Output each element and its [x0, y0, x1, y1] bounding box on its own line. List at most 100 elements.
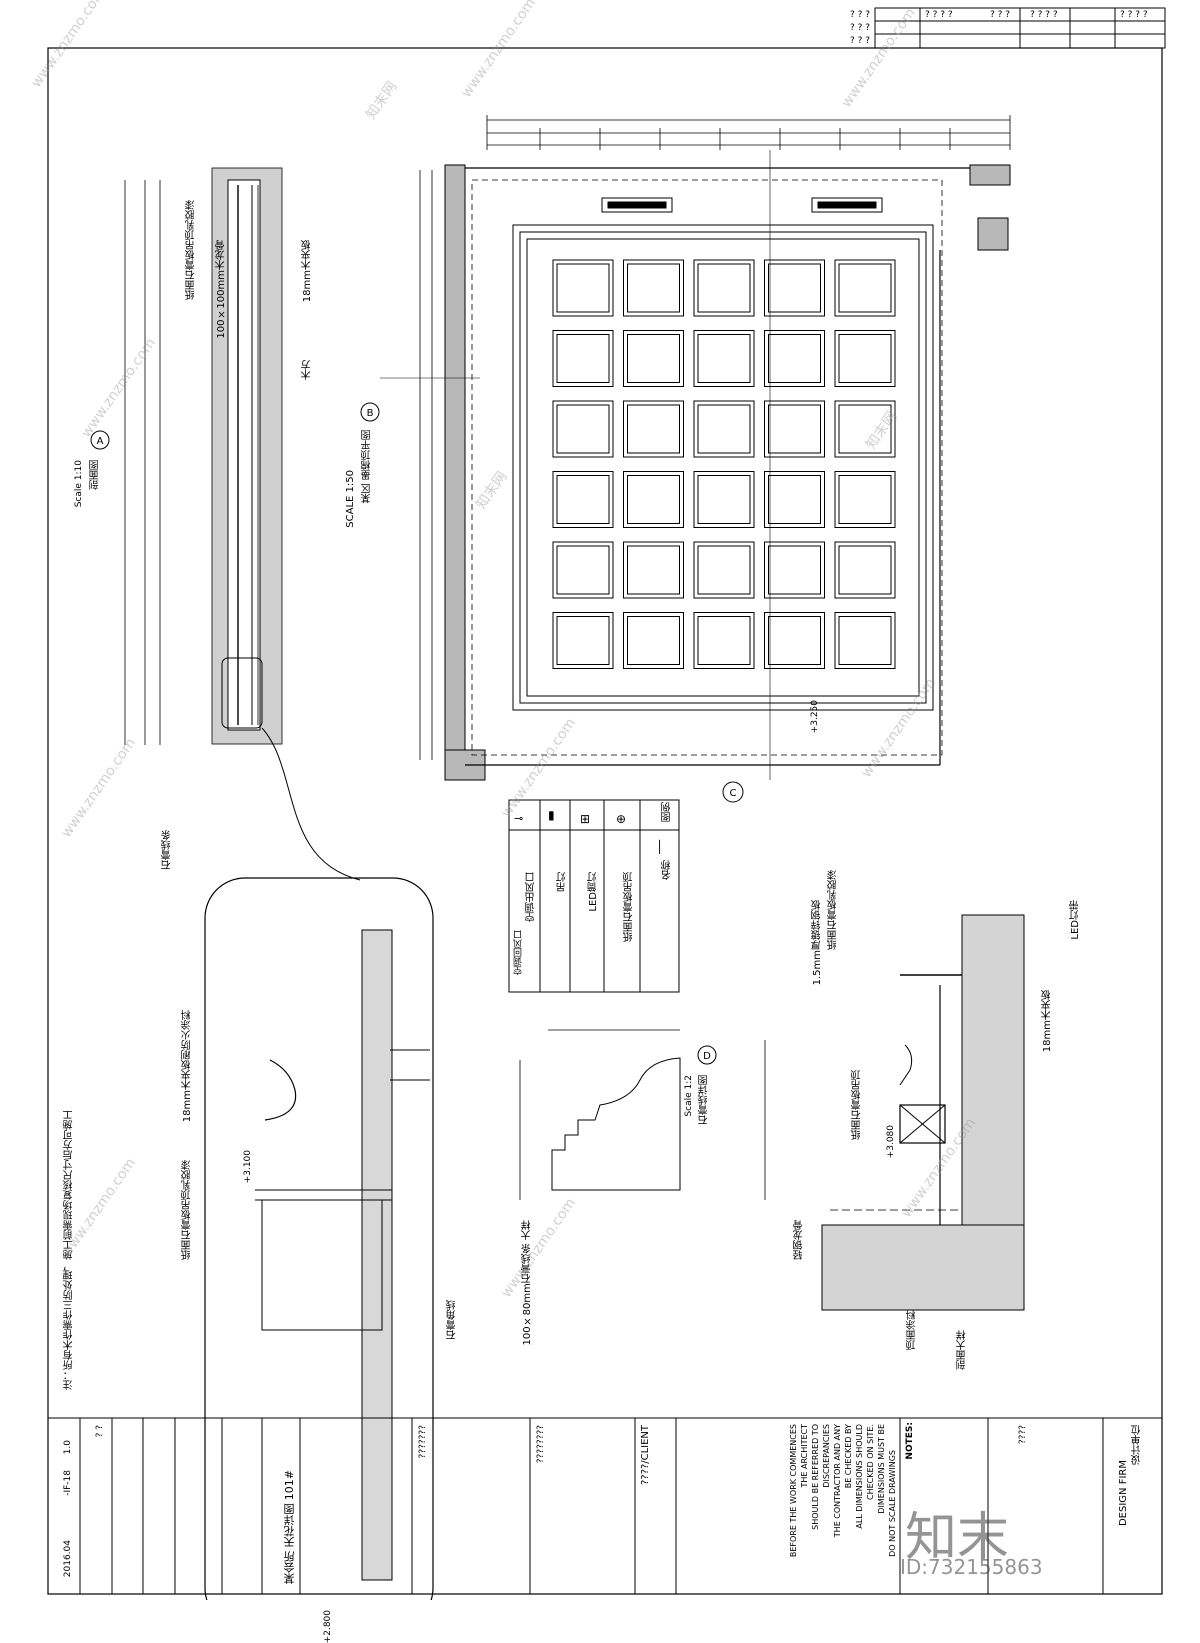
coffer-panel: [693, 471, 755, 528]
coffer-panel-inner: [838, 616, 892, 665]
detail-d-label: D: [703, 1051, 711, 1062]
note-b3: 纸面石膏板吊顶乳胶漆: [182, 1160, 193, 1260]
coffer-panel-inner: [697, 475, 751, 524]
coffer-panel-inner: [697, 334, 751, 383]
coffer-panel: [764, 612, 825, 669]
coffer-panel: [623, 541, 684, 599]
coffer-panel: [623, 400, 684, 458]
detail-b-enlarged: [204, 877, 434, 1629]
client-label: ????/CLIENT: [640, 1425, 651, 1486]
watermark-id: ID:732155863: [900, 1555, 1043, 1579]
drawing-no-label: ???????: [418, 1425, 428, 1459]
coffer-panel: [693, 259, 755, 317]
plan-symbol-letter: B: [367, 408, 374, 419]
coffer-panel: [764, 471, 825, 528]
rev-cell-7: ? ? ?: [850, 36, 871, 46]
coffer-panel: [552, 612, 614, 669]
level-4: +3.080: [886, 1125, 896, 1159]
coffer-panel-inner: [838, 263, 892, 313]
note-line-7: DISCREPANCIES: [822, 1424, 831, 1488]
design-firm: DESIGN FIRM: [1118, 1460, 1129, 1527]
ceiling-plan: [360, 115, 1011, 803]
legend-header-icon: 图例: [662, 802, 673, 822]
plan-caption: 某区 墨棉顶平图: [362, 430, 373, 504]
coffer-panel-inner: [838, 545, 892, 595]
coffer-panel: [552, 400, 614, 458]
legend-row-3-name: 吊灯: [557, 872, 568, 892]
detail-a-scale: Scale 1:10: [74, 460, 84, 508]
legend-table: [508, 799, 680, 993]
note-c3: LED灯带: [1070, 900, 1081, 940]
note-c6: 轻钢龙骨: [794, 1220, 805, 1260]
coffer-panel-inner: [627, 404, 680, 454]
coffer-panel: [693, 330, 755, 387]
coffer-panel: [834, 400, 896, 458]
coffer-panel: [552, 471, 614, 528]
title-block: [47, 1417, 1163, 1595]
coffer-panel: [693, 541, 755, 599]
notes-header: NOTES:: [905, 1422, 915, 1460]
note-c1: 纸面石膏板乳胶漆: [828, 870, 839, 950]
coffer-panel-inner: [768, 545, 821, 595]
coffer-panel-inner: [556, 545, 610, 595]
coffer-panel-inner: [768, 334, 821, 383]
legend-line-icon: │: [656, 840, 664, 854]
note-line-9: THE ARCHITECT: [800, 1424, 809, 1488]
detail-a-strip: [90, 167, 361, 881]
coffer-panel-inner: [627, 263, 680, 313]
coffer-panel-inner: [556, 475, 610, 524]
note-line-8: SHOULD BE REFERRED TO: [811, 1424, 820, 1530]
tb-rev: 1.0: [63, 1440, 73, 1455]
coffer-panel: [764, 259, 825, 317]
coffer-panel-inner: [838, 404, 892, 454]
detail-d-profile: [519, 1029, 717, 1200]
project-label: ????????: [536, 1425, 546, 1464]
coffer-panel-inner: [768, 263, 821, 313]
ac-grille-icon: ▮: [548, 808, 555, 822]
level-1: +3.250: [810, 700, 820, 734]
rev-cell-2: ? ? ? ?: [925, 10, 953, 20]
coffer-panel: [834, 471, 896, 528]
note-line-6: THE CONTRACTOR AND ANY: [833, 1424, 842, 1538]
coffer-panel-inner: [697, 404, 751, 454]
coffer-panel-inner: [768, 404, 821, 454]
coffer-panel-inner: [556, 263, 610, 313]
drawing-sheet: B C A: [28, 0, 1166, 1643]
revision-table: [874, 7, 1166, 49]
note-line-1: DO NOT SCALE DRAWINGS: [888, 1450, 897, 1557]
level-2: +3.100: [243, 1150, 253, 1184]
coffer-panel-inner: [838, 334, 892, 383]
detail-d-scale: Scale 1:2: [684, 1075, 694, 1117]
coffer-panel: [834, 541, 896, 599]
coffer-panel: [693, 612, 755, 669]
coffer-panel-inner: [768, 616, 821, 665]
note-a1: 纸面石膏板吊顶乳胶漆: [186, 200, 197, 300]
coffer-panel-inner: [697, 263, 751, 313]
rev-cell-3: ? ? ?: [990, 10, 1011, 20]
detail-c-section: [764, 914, 1025, 1311]
coffer-panel-inner: [768, 475, 821, 524]
legend-header-name: 名称: [662, 860, 673, 880]
note-a4: 18mm木夹板: [302, 240, 313, 303]
note-line-4: ALL DIMENSIONS SHOULD: [855, 1424, 864, 1529]
coffer-panel: [834, 259, 896, 317]
coffer-panel: [623, 471, 684, 528]
plan-scale: SCALE 1:50: [345, 470, 356, 528]
firm-label: 设计单位: [1132, 1425, 1143, 1465]
coffer-panel-inner: [627, 545, 680, 595]
note-b2: 18mm木夹板刷防火涂料: [182, 1010, 193, 1123]
tb-q2: ? ?: [95, 1425, 105, 1438]
note-b4: 石膏角线: [447, 1300, 458, 1340]
note-line-10: BEFORE THE WORK COMMENCES: [789, 1424, 798, 1558]
note-line-5: BE CHECKED BY: [844, 1424, 853, 1489]
note-c2: 1.5mm厚镀锌钢板: [812, 900, 823, 986]
rev-cell-5: ? ? ? ?: [1120, 10, 1148, 20]
note-a2: 100×100mm木龙骨: [216, 240, 227, 339]
note-line-3: CHECKED ON SITE.: [866, 1424, 875, 1500]
tb-date: 2016.04: [63, 1540, 73, 1578]
rev-cell-1: ? ? ?: [850, 10, 871, 20]
coffer-panel: [623, 259, 684, 317]
legend-row-2-name: LED筒灯: [588, 872, 599, 912]
coffer-panel: [552, 259, 614, 317]
coffer-panel: [764, 400, 825, 458]
